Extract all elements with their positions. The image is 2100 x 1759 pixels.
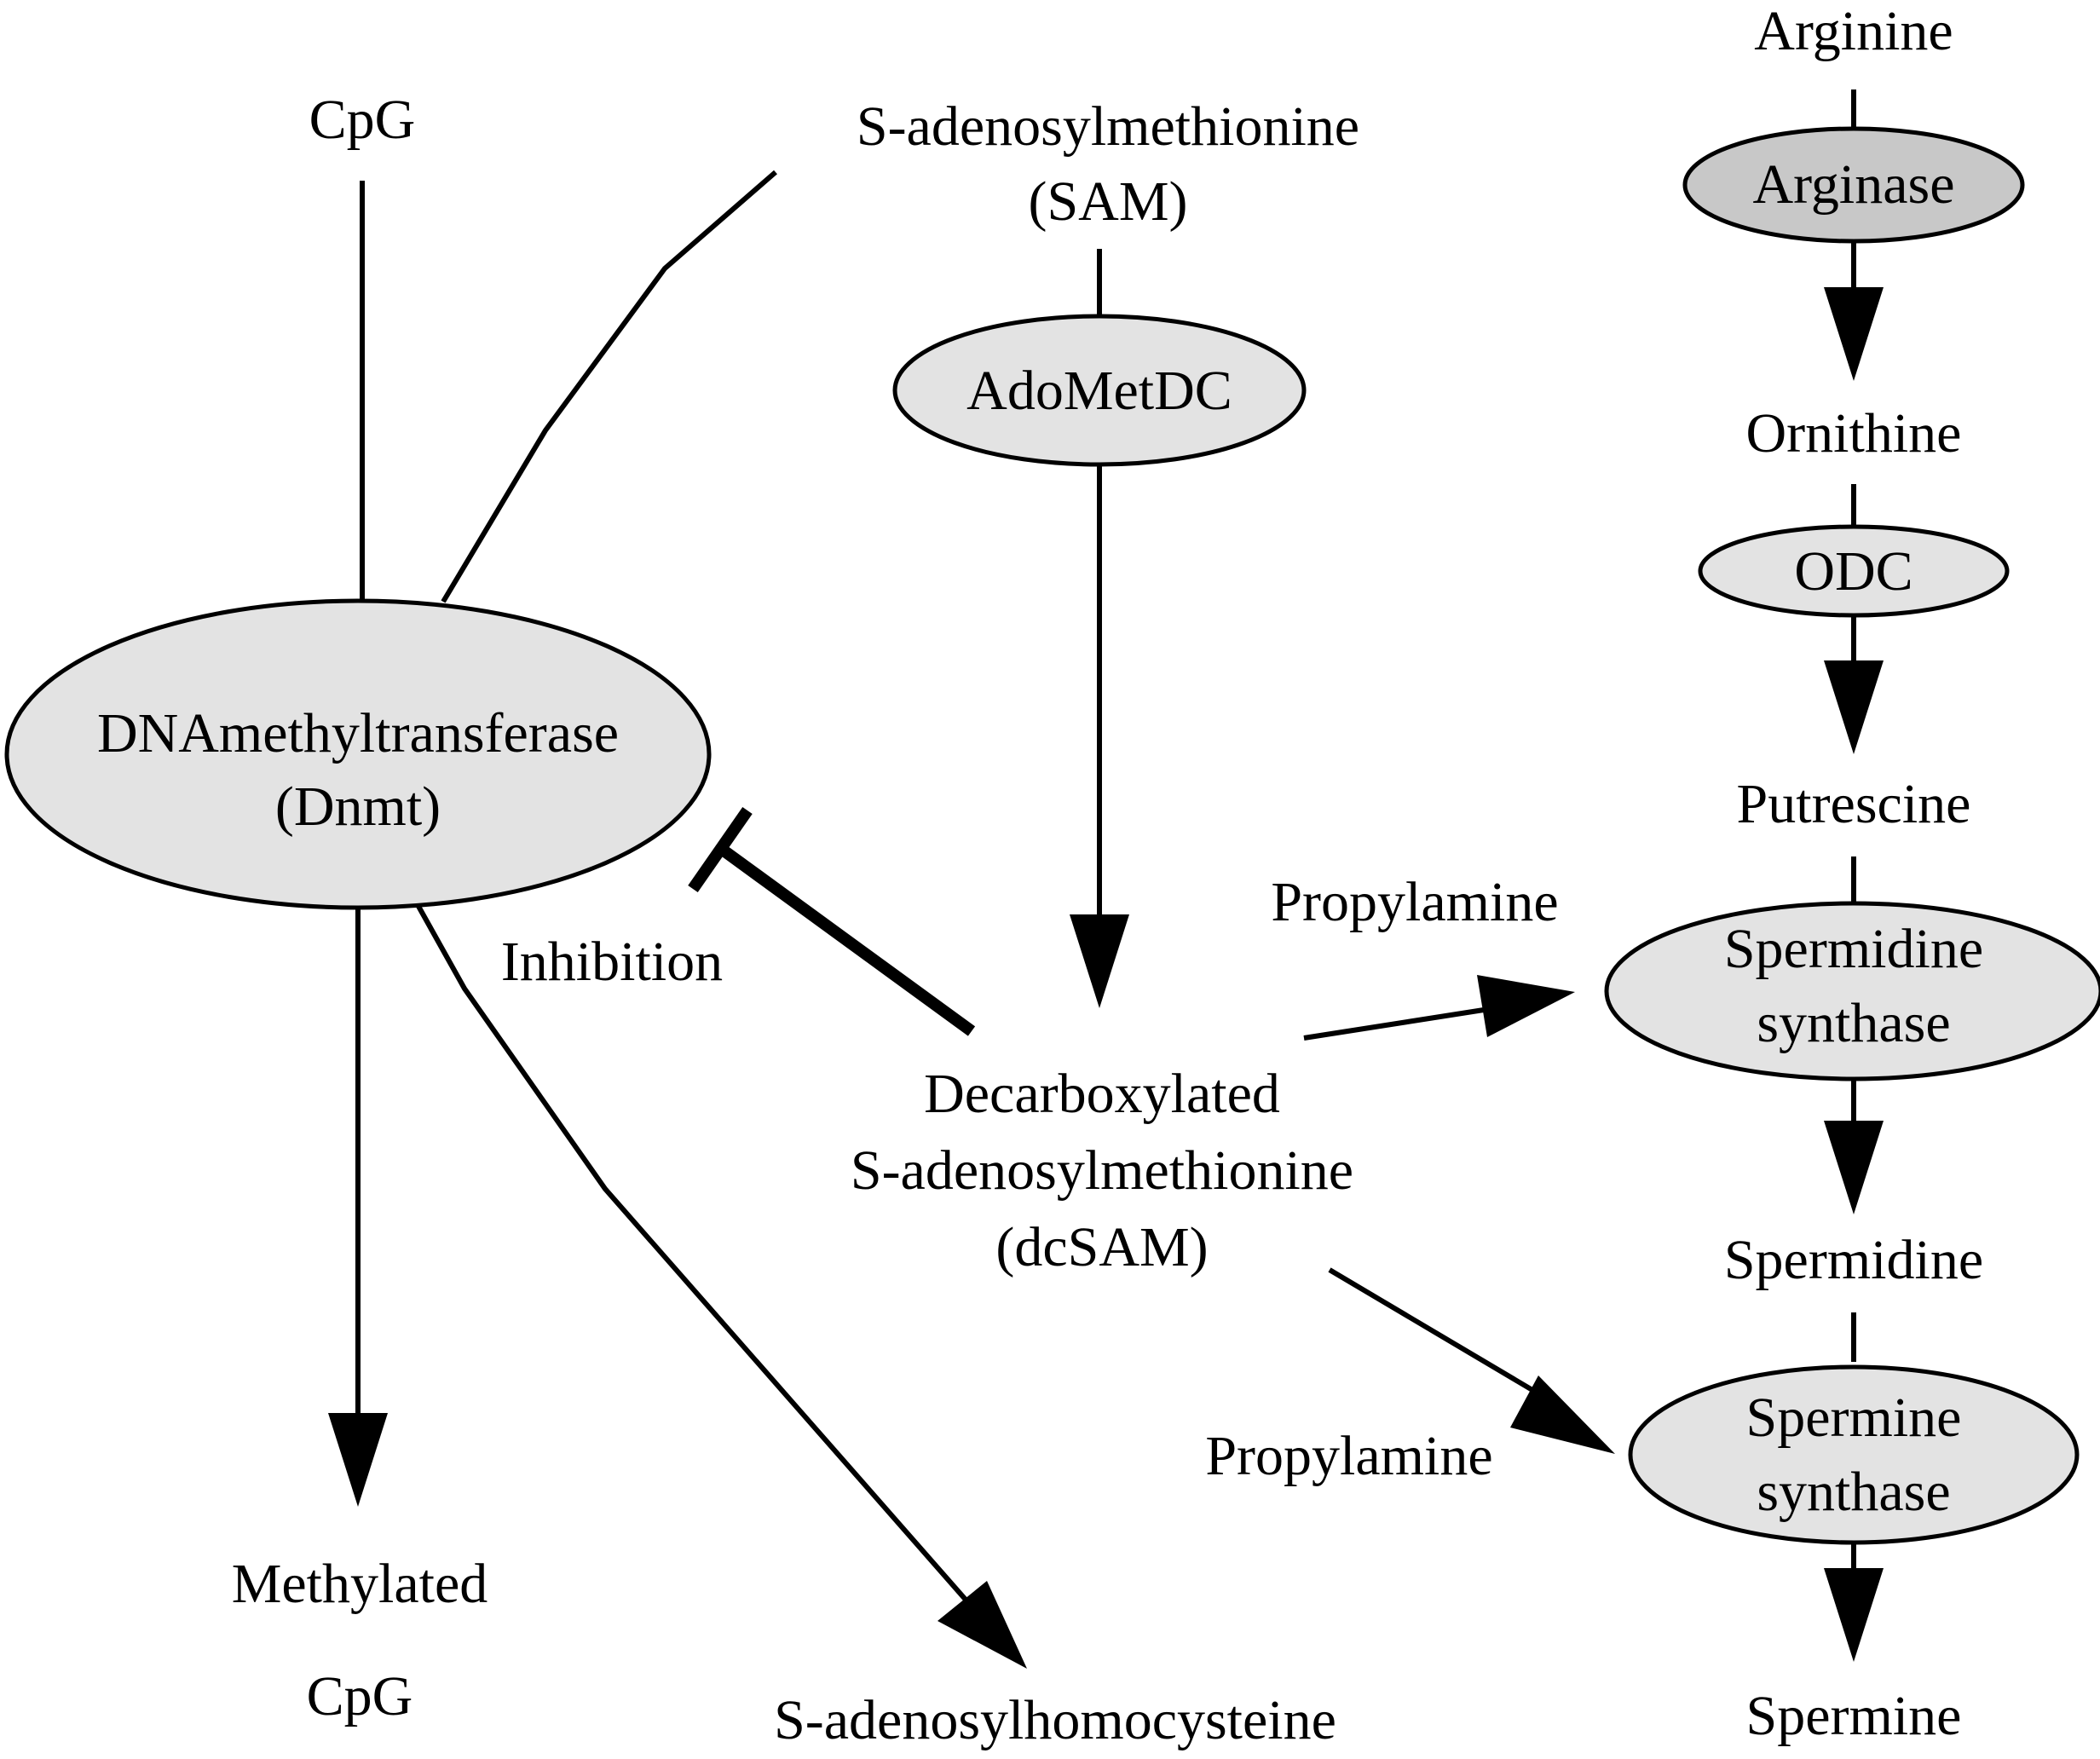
ornithine-label: Ornithine [1746, 402, 1962, 464]
inhibition-bar-line [716, 843, 976, 1036]
spermine-synthase-label-line2: synthase [1757, 1461, 1950, 1523]
sam-label-line2: (SAM) [1028, 170, 1187, 233]
arginase-ellipse [1682, 126, 2025, 244]
node-labels: CpG S-adenosylmethionine (SAM) Arginine … [97, 0, 1983, 1751]
arrowhead-putrescine [1824, 660, 1884, 754]
dcsam-label-line2: S-adenosylmethionine [851, 1139, 1353, 1202]
spermine-synthase-label-line1: Spermine [1746, 1387, 1962, 1449]
methylated-cpg-label-line2: CpG [307, 1665, 413, 1727]
dcsam-label-line1: Decarboxylated [924, 1063, 1280, 1125]
odc-label: ODC [1794, 540, 1912, 603]
propylamine-label-1: Propylamine [1271, 871, 1558, 933]
spermidine-synthase-ellipse [1604, 901, 2100, 1081]
sam-label-line1: S-adenosylmethionine [857, 95, 1359, 158]
enzyme-nodes [4, 126, 2100, 1545]
edge-sam-dnmt [441, 170, 777, 603]
arrowhead-spermidine-synthase [1477, 975, 1575, 1037]
edge-dnmt-sah [413, 900, 974, 1608]
inhibition-label: Inhibition [501, 931, 723, 993]
cpg-label: CpG [309, 89, 416, 151]
edges [328, 89, 1884, 1669]
arrowhead-sah [938, 1581, 1027, 1669]
adometdc-ellipse [892, 314, 1307, 467]
arginase-label: Arginase [1752, 153, 1954, 216]
arginine-label: Arginine [1754, 0, 1953, 62]
arrowhead-spermidine [1824, 1121, 1884, 1214]
arrowhead-spermine-synthase [1510, 1375, 1615, 1454]
spermidine-label: Spermidine [1724, 1229, 1983, 1291]
edge-dcsam-spermidine-synthase [1303, 1005, 1501, 1041]
putrescine-label: Putrescine [1737, 773, 1971, 835]
spermidine-synthase-label-line1: Spermidine [1724, 918, 1983, 980]
odc-ellipse [1698, 524, 2010, 618]
edge-dcsam-spermine-synthase [1328, 1267, 1561, 1409]
methylated-cpg-label-line1: Methylated [232, 1553, 488, 1615]
dcsam-label-line3: (dcSAM) [995, 1216, 1208, 1278]
arrowhead-methylated-cpg [328, 1413, 388, 1507]
spermine-synthase-ellipse [1628, 1364, 2080, 1545]
adometdc-label: AdoMetDC [966, 360, 1232, 422]
inhibition-bar-tee [688, 807, 753, 892]
sah-label: S-adenosylhomocysteine [774, 1689, 1336, 1751]
arrowhead-ornithine [1824, 287, 1884, 381]
dnmt-ellipse [4, 598, 712, 910]
propylamine-label-2: Propylamine [1205, 1425, 1492, 1487]
arrowhead-dcsam [1070, 914, 1129, 1008]
spermidine-synthase-label-line2: synthase [1757, 992, 1950, 1054]
dnmt-label-line1: DNAmethyltransferase [97, 702, 619, 764]
spermine-label: Spermine [1746, 1685, 1962, 1747]
arrowhead-spermine [1824, 1568, 1884, 1662]
dnmt-label-line2: (Dnmt) [275, 776, 441, 838]
